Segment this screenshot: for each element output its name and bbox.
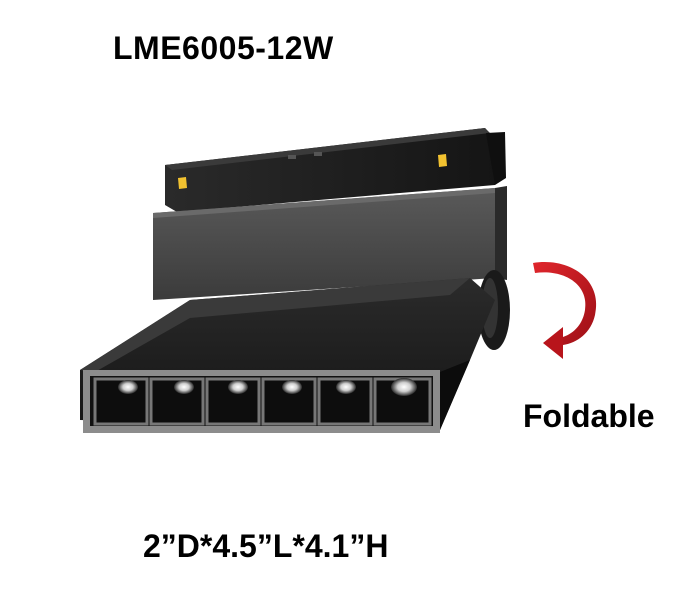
- led-array: [93, 377, 432, 426]
- clip-right: [438, 154, 447, 167]
- model-title: LME6005-12W: [113, 30, 334, 66]
- track-adapter: [165, 128, 506, 212]
- feature-label: Foldable: [523, 398, 655, 434]
- driver-body: [153, 186, 507, 300]
- curved-arrow-icon: [533, 262, 597, 359]
- dimensions-text: 2”D*4.5”L*4.1”H: [143, 528, 389, 564]
- clip-left: [178, 177, 187, 189]
